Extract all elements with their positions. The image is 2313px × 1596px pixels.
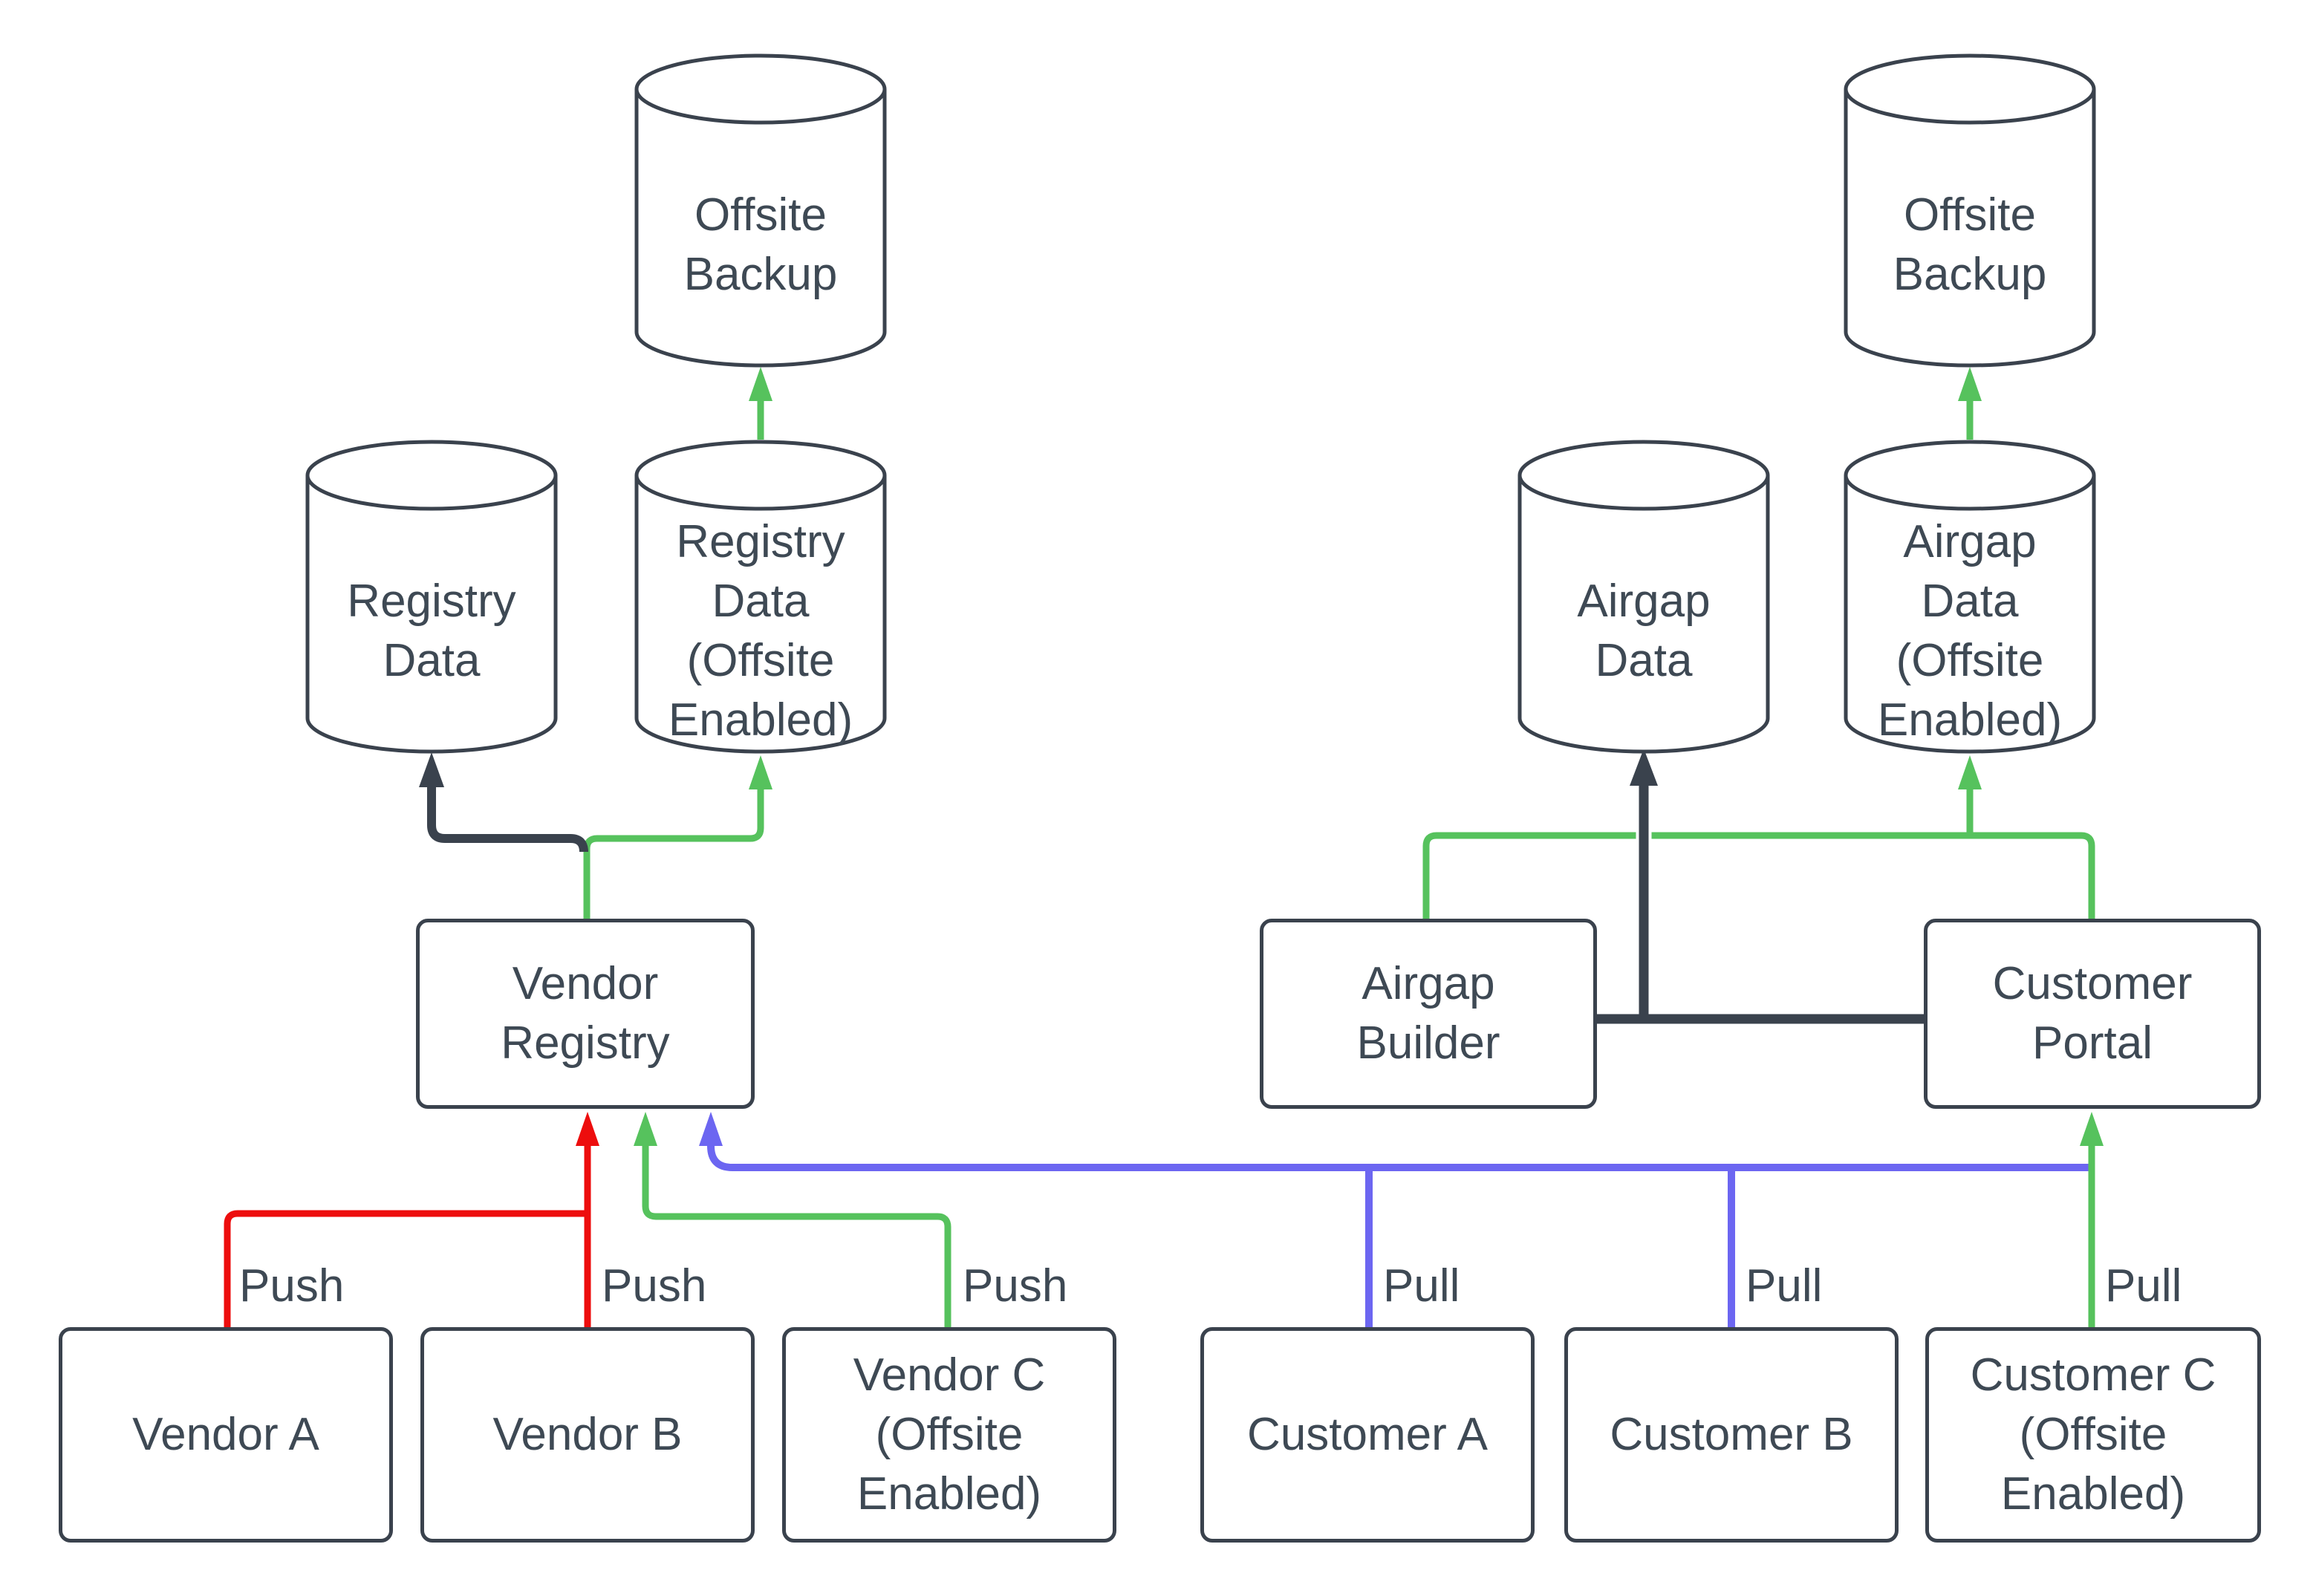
arrowhead-push-into-registry xyxy=(576,1112,599,1146)
registry-data-offsite-cylinder: Registry Data (Offsite Enabled) xyxy=(634,440,887,754)
arrowhead-into-registry-data xyxy=(419,752,444,787)
arrowhead-into-backup-right xyxy=(1958,367,1982,401)
edge-registry-to-data xyxy=(427,787,588,853)
edge-pull-main-to-vendor-registry xyxy=(707,1145,2089,1171)
arrowhead-into-airgap-data xyxy=(1630,749,1658,786)
edge-push-vendor-a xyxy=(224,1210,588,1327)
customer-a-node: Customer A xyxy=(1200,1327,1535,1543)
offsite-backup-right-label: Offsite Backup xyxy=(1893,189,2047,300)
push-label-vendor-c: Push xyxy=(963,1260,1068,1312)
offsite-backup-right-cylinder: Offsite Backup xyxy=(1844,53,2096,368)
airgap-builder-node: Airgap Builder xyxy=(1260,919,1597,1109)
offsite-backup-left-label: Offsite Backup xyxy=(683,189,838,300)
customer-portal-node: Customer Portal xyxy=(1924,919,2261,1109)
push-label-vendor-b: Push xyxy=(602,1260,707,1312)
arrowhead-pull-into-registry xyxy=(699,1112,723,1146)
registry-data-offsite-label: Registry Data (Offsite Enabled) xyxy=(668,515,853,746)
cylinder-shape xyxy=(1844,440,2096,754)
cylinder-shape xyxy=(1844,53,2096,368)
customer-b-node: Customer B xyxy=(1564,1327,1899,1543)
offsite-backup-left-cylinder: Offsite Backup xyxy=(634,53,887,368)
arrowhead-into-backup-left xyxy=(749,367,772,401)
edge-builder-portal-to-offsite-airgap xyxy=(1422,832,2095,921)
vendor-registry-node: Vendor Registry xyxy=(416,919,755,1109)
registry-data-cylinder: Registry Data xyxy=(305,440,558,754)
arrowhead-pull-into-portal xyxy=(2080,1112,2104,1146)
airgap-data-label: Airgap Data xyxy=(1577,575,1711,686)
airgap-data-cylinder: Airgap Data xyxy=(1517,440,1770,754)
pull-label-customer-b: Pull xyxy=(1746,1260,1823,1312)
edge-push-vendor-c xyxy=(642,1146,951,1327)
push-label-vendor-a: Push xyxy=(239,1260,345,1312)
airgap-data-offsite-label: Airgap Data (Offsite Enabled) xyxy=(1877,515,2063,746)
cylinder-shape xyxy=(1517,440,1770,754)
vendor-a-node: Vendor A xyxy=(59,1327,393,1543)
cylinder-shape xyxy=(305,440,558,754)
pull-label-customer-c: Pull xyxy=(2105,1260,2182,1312)
arrowhead-into-registry-data-offsite xyxy=(749,755,772,789)
arrowhead-push-c-into-registry xyxy=(634,1112,657,1146)
cylinder-shape xyxy=(634,53,887,368)
pull-label-customer-a: Pull xyxy=(1383,1260,1460,1312)
cylinder-shape xyxy=(634,440,887,754)
vendor-c-node: Vendor C (Offsite Enabled) xyxy=(782,1327,1116,1543)
airgap-data-offsite-cylinder: Airgap Data (Offsite Enabled) xyxy=(1844,440,2096,754)
customer-c-node: Customer C (Offsite Enabled) xyxy=(1925,1327,2261,1543)
arrowhead-into-airgap-data-offsite xyxy=(1958,755,1982,789)
vendor-b-node: Vendor B xyxy=(420,1327,755,1543)
registry-data-label: Registry Data xyxy=(347,575,516,686)
edge-registry-to-offsite-data xyxy=(583,789,764,921)
